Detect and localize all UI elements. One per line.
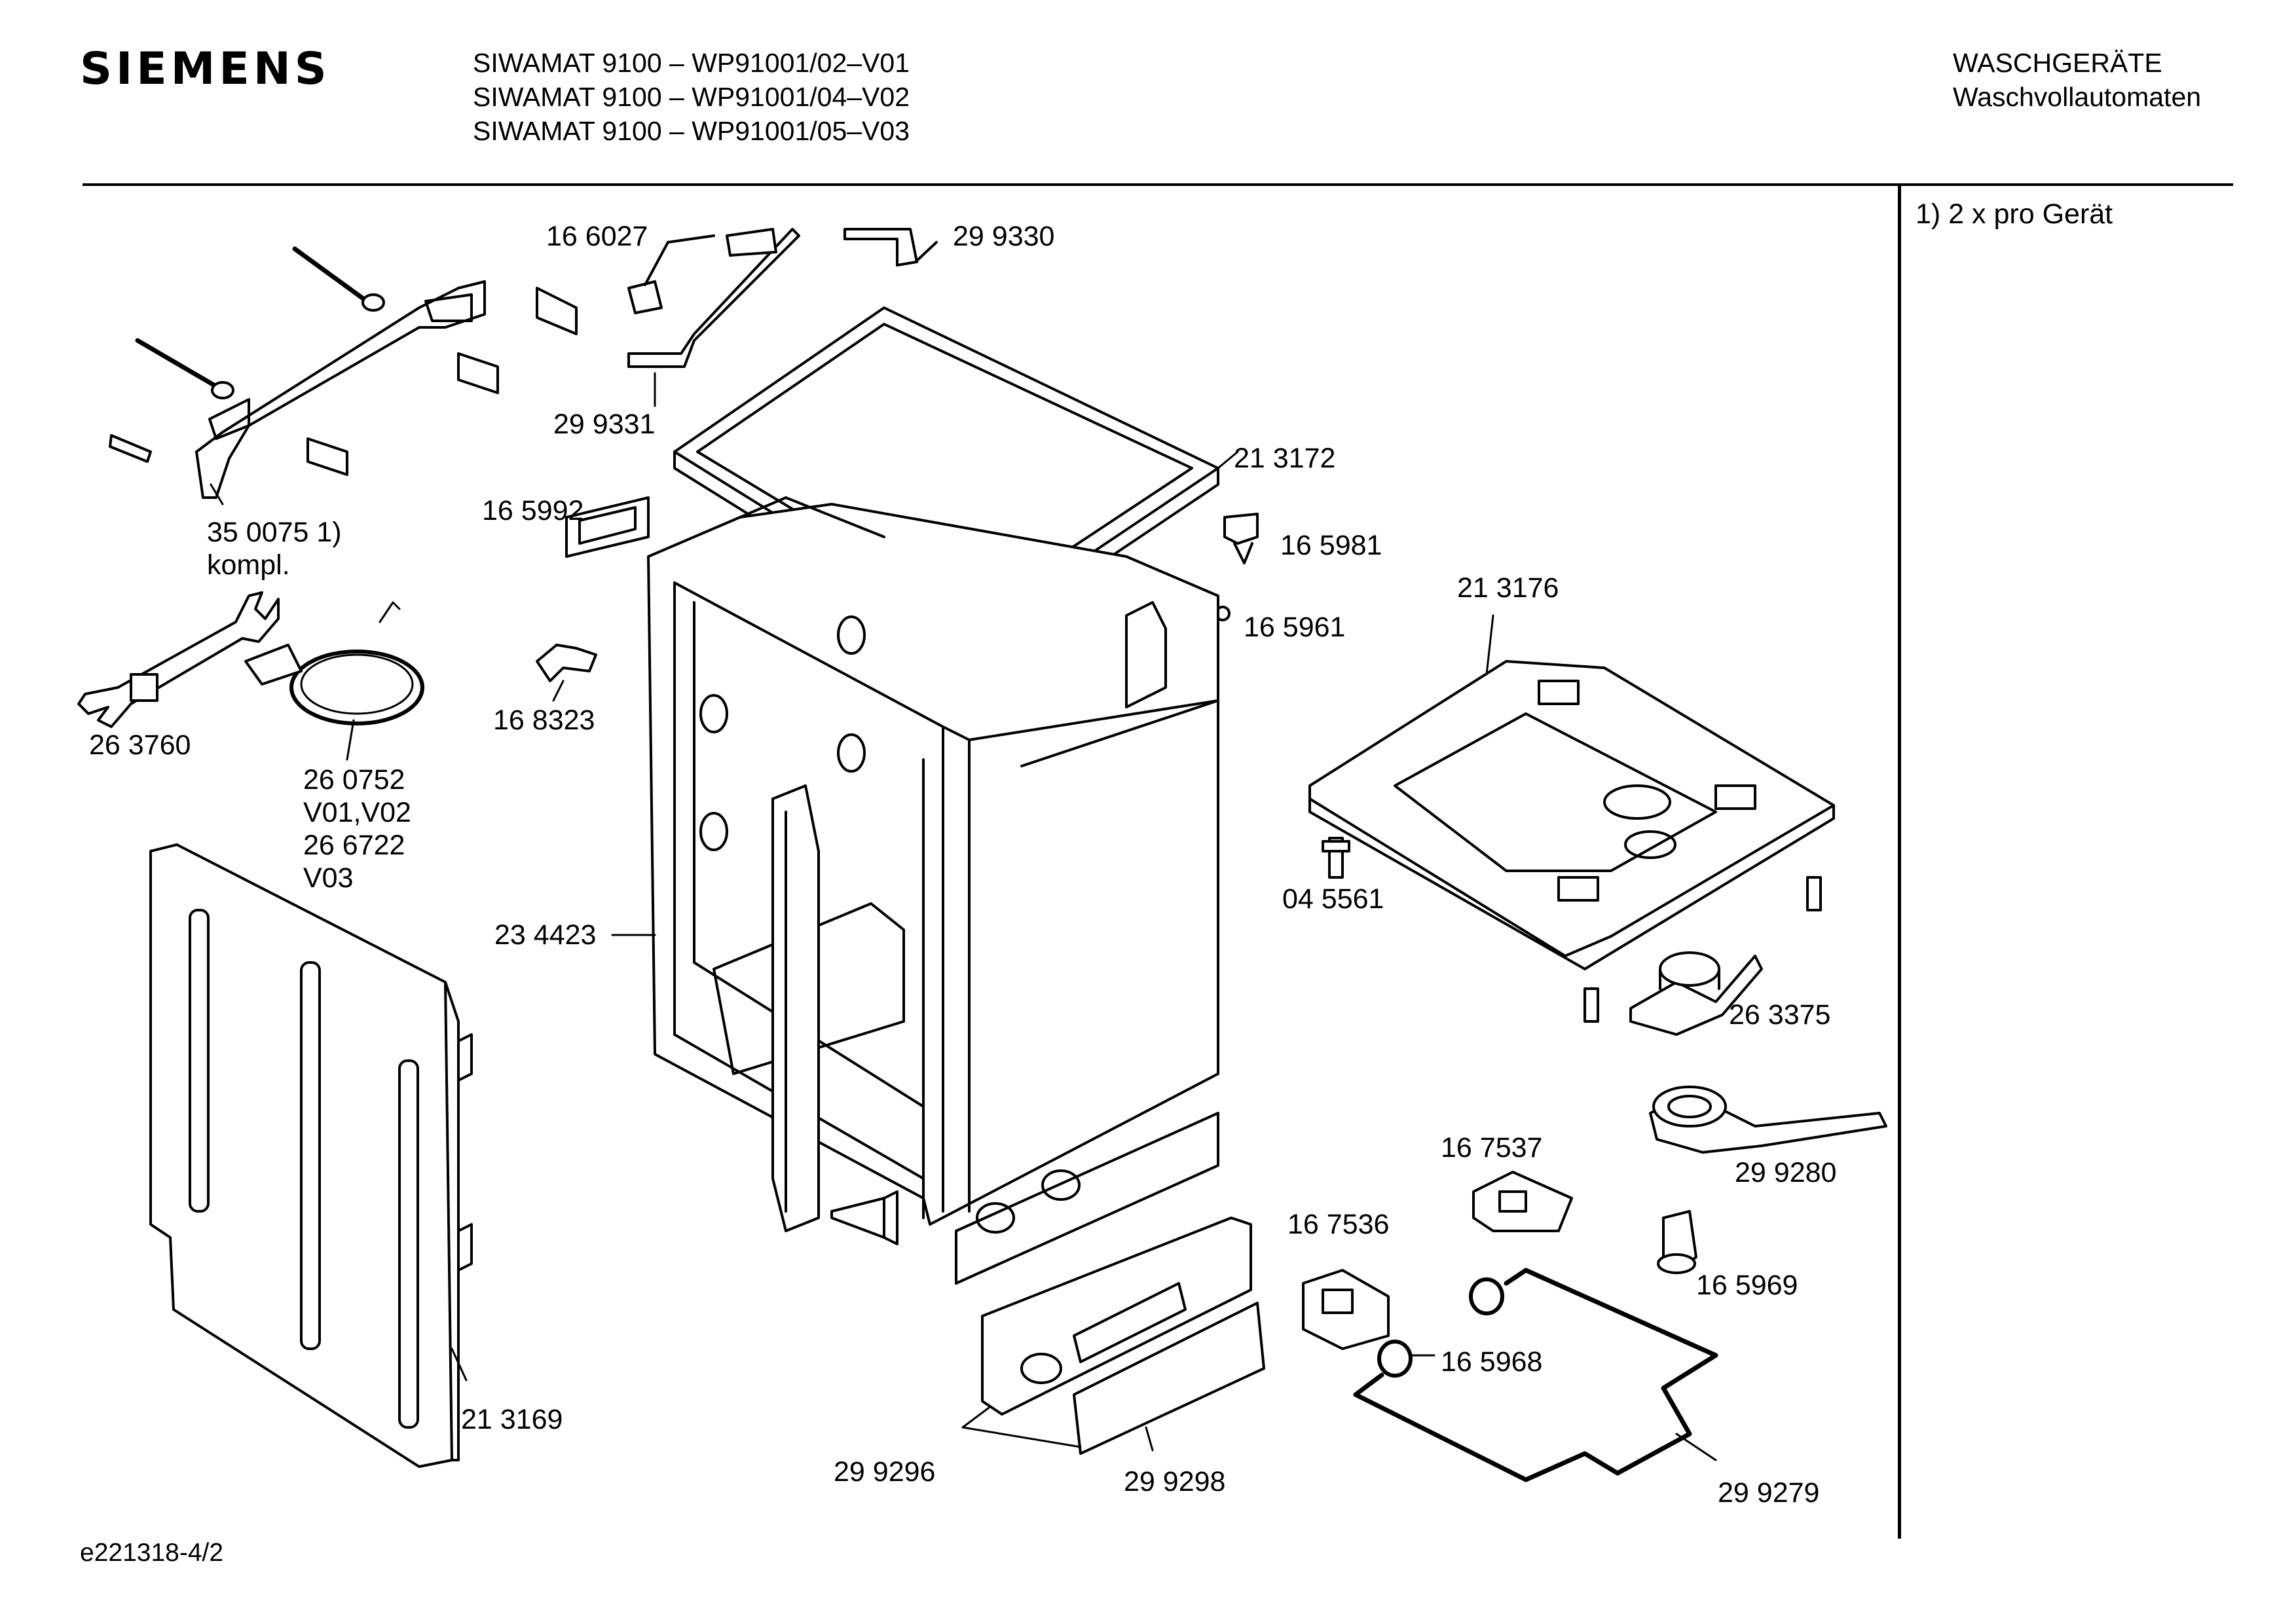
part-number: 26 6722 bbox=[303, 830, 405, 861]
part-label: 16 5961 bbox=[1244, 612, 1346, 643]
brand-logo: SIEMENS bbox=[80, 43, 331, 95]
base-plate bbox=[1308, 614, 1835, 970]
part-number: 26 0752 bbox=[303, 764, 405, 796]
power-cable bbox=[244, 601, 424, 761]
part-label: 26 3760 bbox=[89, 729, 191, 761]
part-note: kompl. bbox=[207, 549, 290, 581]
part-label: 21 3169 bbox=[461, 1404, 563, 1435]
part-label: 29 9279 bbox=[1718, 1477, 1820, 1509]
pump-holder bbox=[1629, 951, 1763, 1036]
part-label: 16 7536 bbox=[1287, 1209, 1390, 1240]
part-label: 29 9331 bbox=[553, 409, 656, 440]
model-line: SIWAMAT 9100 – WP91001/05–V03 bbox=[473, 116, 910, 146]
model-line: SIWAMAT 9100 – WP91001/04–V02 bbox=[473, 82, 910, 112]
cabinet-frame bbox=[611, 496, 1219, 1285]
part-label: 29 9298 bbox=[1124, 1466, 1226, 1497]
part-note: V03 bbox=[303, 862, 354, 894]
part-label: 16 7537 bbox=[1441, 1132, 1543, 1163]
part-label: 16 8323 bbox=[493, 705, 595, 736]
footnote: 1) 2 x pro Gerät bbox=[1916, 198, 2113, 230]
part-label: 16 5981 bbox=[1280, 530, 1382, 561]
part-label: 16 5968 bbox=[1441, 1346, 1543, 1378]
mounting-bracket bbox=[109, 246, 578, 505]
spanner-wrench bbox=[77, 591, 280, 728]
category-block: WASCHGERÄTE Waschvollautomaten bbox=[1953, 46, 2201, 114]
knob-16-5968 bbox=[1377, 1277, 1504, 1378]
part-label: 26 0752 V01,V02 26 6722 V03 bbox=[303, 763, 411, 894]
part-label: 21 3176 bbox=[1457, 572, 1559, 604]
part-label: 16 6027 bbox=[546, 221, 648, 252]
model-line: SIWAMAT 9100 – WP91001/02–V01 bbox=[473, 48, 910, 78]
part-label: 29 9296 bbox=[834, 1456, 936, 1488]
drawing-id: e221318-4/2 bbox=[80, 1539, 224, 1567]
control-panel bbox=[961, 1217, 1265, 1455]
category-title: WASCHGERÄTE bbox=[1953, 48, 2162, 78]
wire-frame-29-9279 bbox=[1353, 1268, 1718, 1482]
category-subtitle: Waschvollautomaten bbox=[1953, 82, 2202, 112]
screw-feet bbox=[1322, 837, 1822, 1023]
plug-16-5969 bbox=[1657, 1210, 1697, 1274]
part-number: 35 0075 1) bbox=[207, 517, 342, 548]
part-label: 23 4423 bbox=[494, 919, 597, 951]
part-label: 16 5992 bbox=[482, 495, 584, 526]
switch-16-7537 bbox=[1472, 1171, 1573, 1232]
switch-16-7536 bbox=[1302, 1269, 1390, 1350]
header-divider bbox=[83, 183, 2233, 186]
model-list: SIWAMAT 9100 – WP91001/02–V01 SIWAMAT 91… bbox=[473, 46, 910, 148]
top-rail-parts bbox=[627, 228, 938, 407]
part-label: 35 0075 1) kompl. bbox=[207, 516, 342, 581]
notes-divider bbox=[1898, 183, 1901, 1539]
part-label: 26 3375 bbox=[1729, 999, 1831, 1031]
part-label: 29 9280 bbox=[1735, 1157, 1837, 1188]
clamp-16-8323 bbox=[536, 644, 597, 702]
seal-16-5992 bbox=[565, 496, 650, 558]
part-note: V01,V02 bbox=[303, 797, 411, 828]
part-label: 29 9330 bbox=[953, 221, 1055, 252]
side-panel bbox=[149, 843, 473, 1468]
corner-bracket bbox=[830, 1190, 898, 1245]
pressure-arm bbox=[1649, 1086, 1887, 1154]
part-label: 21 3172 bbox=[1234, 443, 1336, 474]
part-label: 16 5969 bbox=[1696, 1270, 1798, 1301]
grommet-16-5981 bbox=[1223, 513, 1259, 564]
part-label: 04 5561 bbox=[1282, 883, 1384, 915]
